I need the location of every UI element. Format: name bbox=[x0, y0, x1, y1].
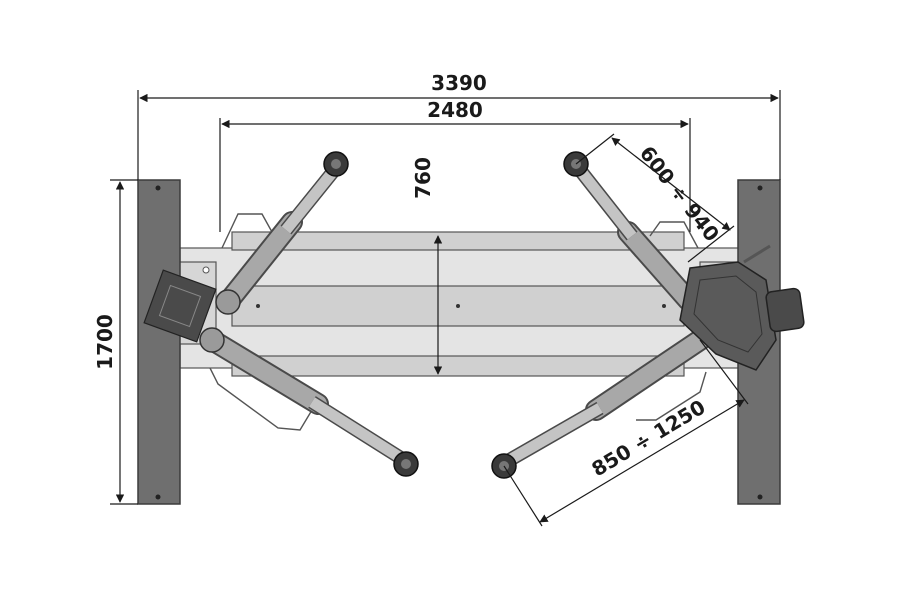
column-width-label: 2480 bbox=[427, 98, 483, 122]
platform-spacing-label: 760 bbox=[411, 157, 435, 199]
center-dot bbox=[456, 304, 460, 308]
dim-short-arm bbox=[611, 137, 731, 231]
left-column bbox=[137, 179, 181, 505]
dim-long-arm bbox=[539, 399, 745, 523]
arm-lower-left bbox=[199, 327, 419, 477]
motor bbox=[765, 287, 805, 333]
overall-width-label: 3390 bbox=[431, 71, 487, 95]
left-carriage bbox=[143, 269, 217, 343]
short-arm-range-label: 600 ÷ 940 bbox=[635, 141, 724, 246]
lower-platform bbox=[231, 355, 685, 377]
overall-depth-label: 1700 bbox=[93, 314, 117, 370]
dimension-lines bbox=[110, 90, 781, 527]
arm-upper-left bbox=[215, 151, 349, 315]
power-unit bbox=[679, 244, 805, 371]
upper-platform bbox=[231, 231, 685, 251]
